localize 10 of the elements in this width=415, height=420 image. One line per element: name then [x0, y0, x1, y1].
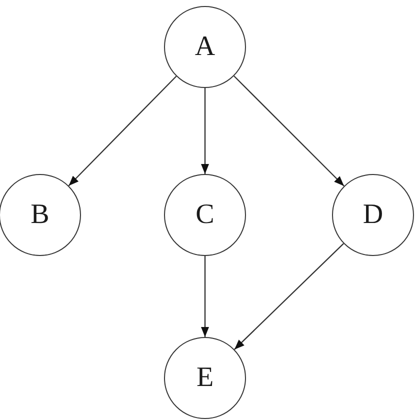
- arrow: [234, 243, 344, 350]
- node-label: D: [362, 201, 384, 229]
- arrow: [68, 76, 177, 186]
- node-label: C: [196, 201, 214, 229]
- node-label: B: [30, 201, 50, 229]
- arrow: [234, 76, 344, 186]
- arrow: [201, 88, 209, 174]
- arrow: [201, 256, 209, 337]
- node-label: E: [196, 364, 214, 392]
- node-label: A: [194, 33, 216, 61]
